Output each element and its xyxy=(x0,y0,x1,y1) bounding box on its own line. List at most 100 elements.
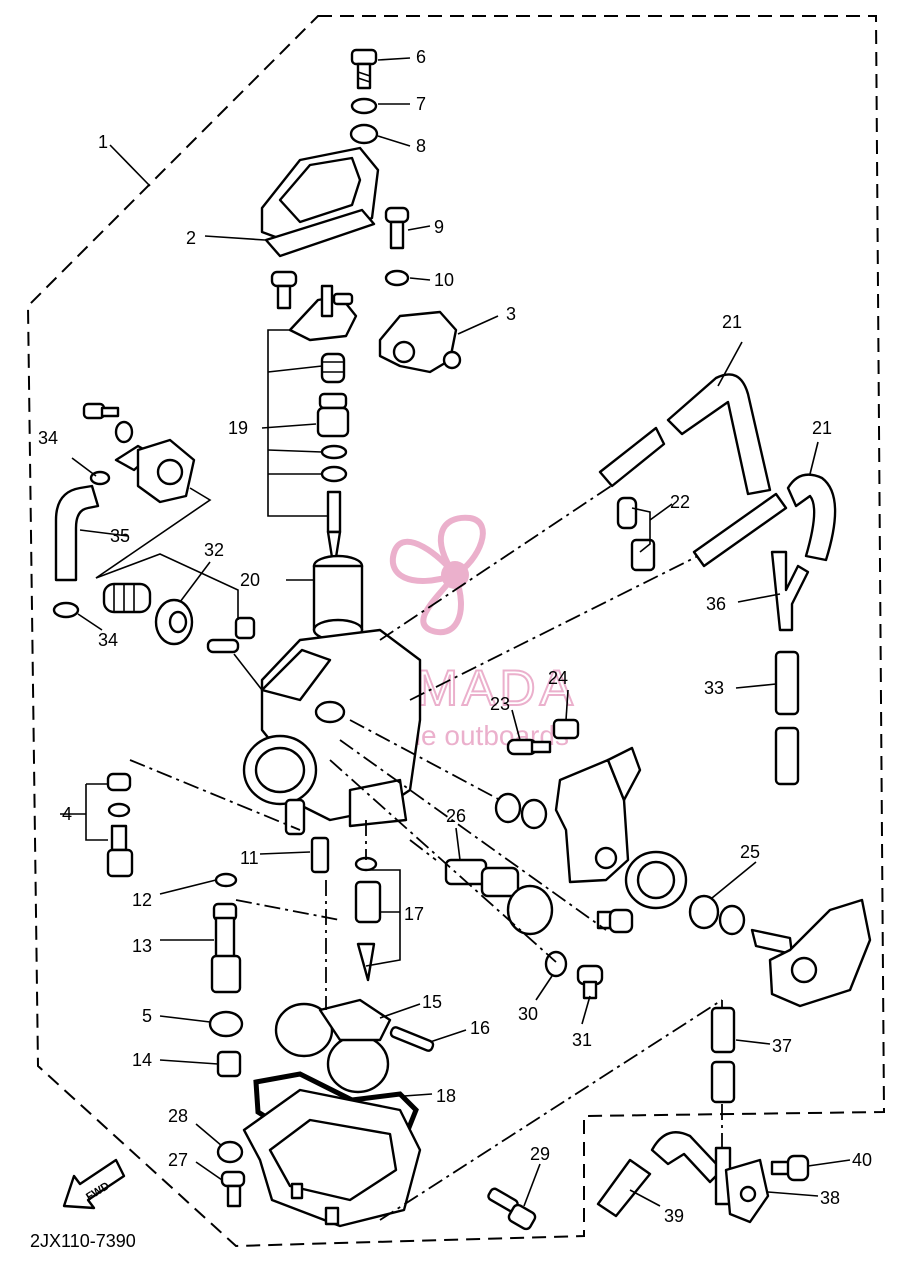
part-screw-9 xyxy=(384,206,410,250)
part-top-cover-2 xyxy=(260,146,380,258)
callout-6: 6 xyxy=(416,47,426,67)
part-washer-e xyxy=(520,798,548,830)
part-hose-37 xyxy=(710,1006,736,1104)
callout-39: 39 xyxy=(664,1206,684,1226)
part-fuel-hose-21-right xyxy=(692,473,837,568)
part-e-clip xyxy=(494,792,522,824)
part-collar-25 xyxy=(688,894,720,930)
part-fuel-hose-21-left xyxy=(598,373,772,496)
callout-25: 25 xyxy=(740,842,760,862)
part-bracket-38 xyxy=(714,1146,770,1224)
part-filter-22 xyxy=(616,496,656,572)
callout-21-left: 21 xyxy=(722,312,742,332)
part-screw-top xyxy=(270,270,298,310)
part-throttle-plate xyxy=(554,746,642,884)
part-screw-6 xyxy=(350,48,378,90)
callout-8: 8 xyxy=(416,136,426,156)
part-bracket xyxy=(288,284,358,342)
part-air-screw xyxy=(206,616,256,654)
part-spring-25 xyxy=(624,850,688,910)
callout-28: 28 xyxy=(168,1106,188,1126)
part-float-15 xyxy=(274,998,392,1094)
callout-11: 11 xyxy=(240,848,259,868)
leader-lines xyxy=(60,57,851,1207)
callout-32: 32 xyxy=(204,540,224,560)
callout-27: 27 xyxy=(168,1150,188,1170)
part-washer-25 xyxy=(718,904,746,936)
callout-10: 10 xyxy=(434,270,454,290)
part-hose-35 xyxy=(54,484,100,582)
part-screw-right xyxy=(596,908,634,934)
callout-9: 9 xyxy=(434,217,444,237)
part-pilot-jet-4 xyxy=(106,772,134,878)
callout-34-top: 34 xyxy=(38,428,58,448)
callout-16: 16 xyxy=(470,1018,490,1038)
callout-21-right: 21 xyxy=(812,418,832,438)
callout-30: 30 xyxy=(518,1004,538,1024)
callout-36: 36 xyxy=(706,594,726,614)
callout-33: 33 xyxy=(704,678,724,698)
callout-22: 22 xyxy=(670,492,690,512)
part-drain-screw-29 xyxy=(487,1187,537,1231)
callout-29: 29 xyxy=(530,1144,550,1164)
callout-15: 15 xyxy=(422,992,442,1012)
callout-38: 38 xyxy=(820,1188,840,1208)
drawing-code: 2JX110-7390 xyxy=(30,1231,136,1251)
assembly-lines xyxy=(129,479,723,1221)
callout-40: 40 xyxy=(852,1150,872,1170)
part-washer-7 xyxy=(350,97,378,115)
part-float-chamber xyxy=(242,1088,422,1228)
part-air-cut-cover xyxy=(82,402,196,504)
callout-3: 3 xyxy=(506,304,516,324)
part-hose-33 xyxy=(774,650,800,786)
part-pin-16 xyxy=(389,1026,435,1052)
part-main-jet-14 xyxy=(216,1050,242,1078)
part-oring-12 xyxy=(214,872,238,888)
part-clamp-34-bottom xyxy=(52,601,80,619)
part-diaphragm-32 xyxy=(154,598,194,646)
part-washer-28 xyxy=(216,1140,244,1164)
part-carburetor-body xyxy=(242,628,422,836)
callout-2: 2 xyxy=(186,228,196,248)
callout-labels: 1 2 3 4 5 6 7 8 9 10 11 12 13 14 15 16 1… xyxy=(38,47,872,1226)
assembly-boundary xyxy=(26,15,886,1248)
part-screw-23 xyxy=(506,738,552,756)
callout-12: 12 xyxy=(132,890,152,910)
part-plunger-26 xyxy=(444,858,554,936)
part-nut-24 xyxy=(552,718,580,740)
part-throttle-cam xyxy=(750,898,872,1008)
callout-13: 13 xyxy=(132,936,152,956)
part-throttle-lever-3 xyxy=(378,310,462,374)
part-screw-40 xyxy=(770,1154,810,1182)
watermark-propeller-icon xyxy=(389,514,486,635)
callout-23: 23 xyxy=(490,694,510,714)
part-spring-32 xyxy=(102,582,152,614)
callout-20: 20 xyxy=(240,570,260,590)
part-screw-27 xyxy=(220,1170,246,1208)
part-throttle-valve-20 xyxy=(312,554,364,642)
callout-26: 26 xyxy=(446,806,466,826)
part-washer-8 xyxy=(349,123,379,145)
callout-18: 18 xyxy=(436,1086,456,1106)
part-needle-holder-19 xyxy=(316,392,350,438)
part-washer-5 xyxy=(208,1010,244,1038)
part-float-valve-17 xyxy=(354,856,382,982)
part-screw-31 xyxy=(576,964,604,1000)
part-washer-needle xyxy=(320,465,348,483)
part-needle-jet-13 xyxy=(210,902,242,994)
callout-7: 7 xyxy=(416,94,426,114)
callout-17: 17 xyxy=(404,904,424,924)
callout-24: 24 xyxy=(548,668,568,688)
part-hose-39 xyxy=(596,1131,724,1218)
part-washer-10 xyxy=(384,269,410,287)
part-clip xyxy=(320,444,348,460)
callout-31: 31 xyxy=(572,1030,592,1050)
callout-5: 5 xyxy=(142,1006,152,1026)
part-joint-36 xyxy=(770,550,810,632)
part-jet-11 xyxy=(310,836,330,874)
callout-37: 37 xyxy=(772,1036,792,1056)
callout-35: 35 xyxy=(110,526,130,546)
callout-1: 1 xyxy=(98,132,108,152)
